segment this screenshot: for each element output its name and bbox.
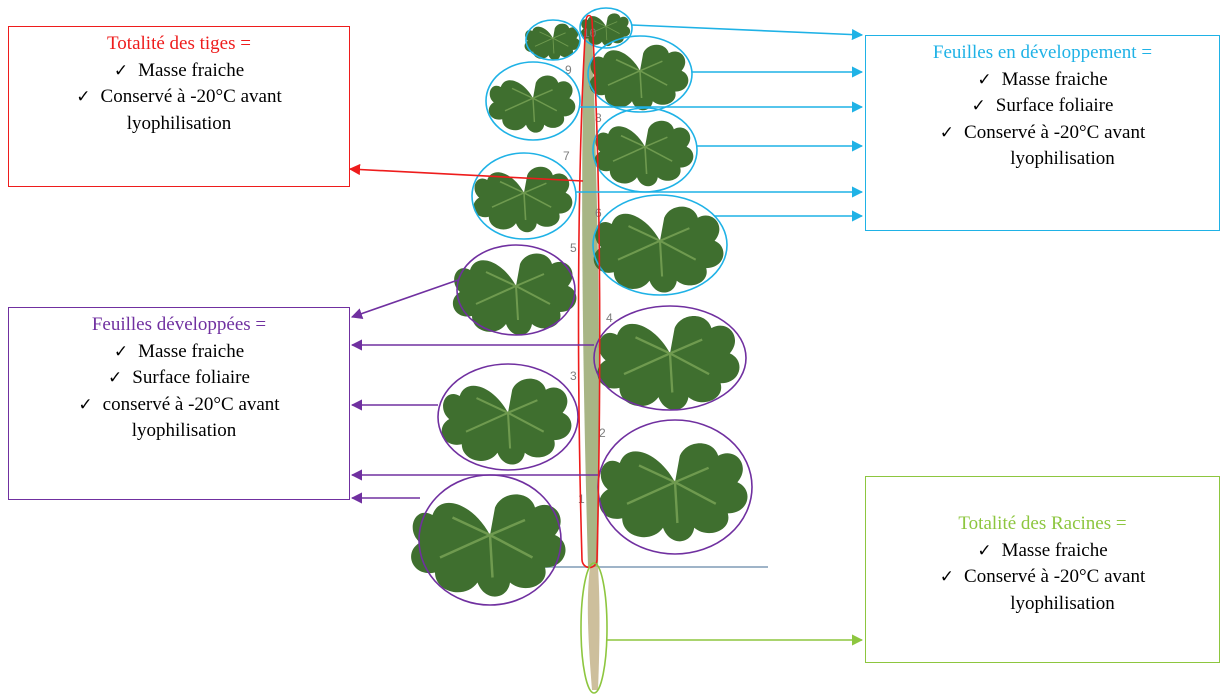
check-mark-icon: ✓ (113, 341, 129, 362)
stems-box-title: Totalité des tiges = (107, 33, 251, 54)
leaf-number-8: 8 (595, 111, 602, 125)
leaf-number-4: 4 (606, 311, 613, 325)
roots-box-list: ✓Masse fraiche ✓Conservé à -20°C avant (866, 538, 1219, 591)
root-ellipse (580, 562, 608, 694)
developed-box-tail: lyophilisation (131, 420, 237, 441)
developing-box-list: ✓Masse fraiche ✓Surface foliaire ✓Conser… (866, 67, 1219, 147)
check-mark-icon: ✓ (113, 60, 129, 81)
leaf-9 (488, 74, 576, 134)
root (587, 567, 600, 690)
developing-leaf-circle-10 (587, 35, 693, 113)
leaf-6 (592, 205, 725, 294)
leaf-number-1: 1 (578, 492, 585, 506)
developed-arrow-1 (350, 279, 459, 319)
list-item: ✓Surface foliaire (866, 93, 1219, 120)
developing-leaf-circle-11 (525, 19, 581, 61)
developing-leaf-circle-7 (471, 152, 577, 240)
list-item: ✓Masse fraiche (866, 67, 1219, 94)
leaf-number-5: 5 (570, 241, 577, 255)
check-mark-icon: ✓ (939, 122, 955, 143)
leaf-2 (598, 442, 749, 543)
leaf-3 (440, 377, 573, 466)
roots-box-title: Totalité des Racines = (958, 513, 1127, 534)
stems-arrow (348, 163, 584, 182)
check-mark-icon: ✓ (977, 540, 992, 561)
stem-outline (577, 14, 601, 569)
leaf-number-9: 9 (565, 63, 572, 77)
stems-box-tail: lyophilisation (126, 112, 232, 134)
list-item: ✓Masse fraiche (9, 58, 349, 85)
leaf-10 (588, 43, 690, 112)
list-item: ✓Conservé à -20°C avant (866, 564, 1219, 591)
developing-leaf-circle-6 (592, 194, 728, 296)
developed-box: Feuilles développées = ✓Masse fraiche ✓S… (8, 307, 350, 500)
check-mark-icon: ✓ (76, 87, 91, 107)
developing-leaf-circle-9 (485, 61, 581, 141)
list-item: ✓conservé à -20°C avant (9, 392, 349, 419)
list-item: ✓Masse fraiche (866, 538, 1219, 565)
developing-box: Feuilles en développement = ✓Masse fraic… (865, 35, 1220, 231)
developing-leaf-circle-12 (579, 7, 633, 49)
list-item: ✓Conservé à -20°C avant (9, 84, 349, 111)
developed-leaf-circle-3 (437, 363, 579, 471)
developing-arrow-1 (631, 24, 864, 41)
developed-leaf-circle-4 (593, 305, 747, 411)
leaf-number-3: 3 (570, 369, 577, 383)
list-item: ✓Surface foliaire (9, 365, 349, 392)
check-mark-icon: ✓ (977, 69, 992, 90)
stems-box-list: ✓Masse fraiche ✓Conservé à -20°C avant (9, 58, 349, 111)
developing-box-title: Feuilles en développement = (932, 42, 1153, 63)
leaf-number-7: 7 (563, 149, 570, 163)
developed-box-title: Feuilles développées = (91, 314, 267, 335)
check-mark-icon: ✓ (971, 96, 986, 116)
leaf-8 (593, 120, 695, 188)
leaf-5 (451, 252, 578, 337)
list-item: ✓Conservé à -20°C avant (866, 120, 1219, 147)
check-mark-icon: ✓ (108, 368, 123, 388)
stems-box: Totalité des tiges = ✓Masse fraiche ✓Con… (8, 26, 350, 187)
developed-box-list: ✓Masse fraiche ✓Surface foliaire ✓conser… (9, 339, 349, 419)
check-mark-icon: ✓ (939, 567, 955, 587)
developing-box-tail: lyophilisation (1010, 148, 1115, 169)
roots-box-tail: lyophilisation (1010, 592, 1115, 614)
developed-leaf-circle-5 (456, 244, 576, 336)
roots-box: Totalité des Racines = ✓Masse fraiche ✓C… (865, 476, 1220, 663)
leaf-number-2: 2 (599, 426, 606, 440)
check-mark-icon: ✓ (78, 394, 93, 415)
list-item: ✓Masse fraiche (9, 339, 349, 366)
